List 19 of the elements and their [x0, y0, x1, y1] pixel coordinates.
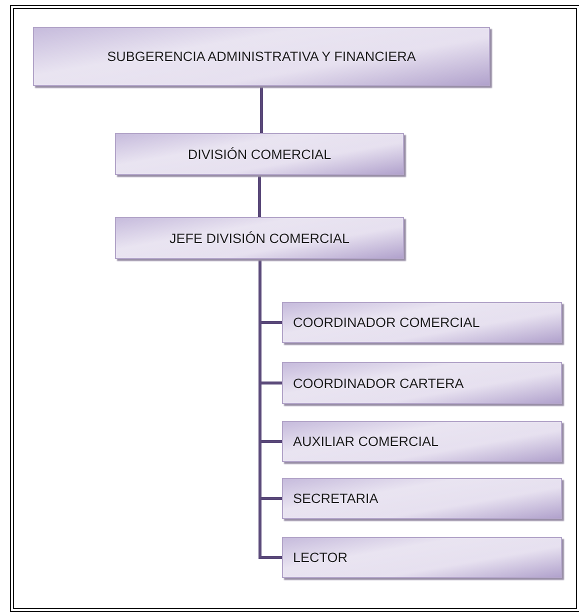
- position-title: AUXILIAR COMERCIAL: [293, 434, 439, 449]
- position-title: COORDINADOR COMERCIAL: [293, 315, 480, 330]
- position-title: DIVISIÓN COMERCIAL: [188, 146, 332, 162]
- position-box: [115, 133, 404, 175]
- connector-line: [258, 175, 261, 217]
- position-box: [282, 478, 562, 519]
- position-title: COORDINADOR CARTERA: [293, 376, 464, 390]
- position-title: SUBGERENCIA ADMINISTRATIVA Y FINANCIERA: [107, 49, 416, 64]
- position-box: [115, 217, 404, 259]
- connector-line: [260, 86, 263, 133]
- position-box: [282, 302, 562, 343]
- position-title: LECTOR: [293, 550, 348, 565]
- position-box: [33, 27, 490, 86]
- position-title: SECRETARIA: [293, 491, 378, 506]
- position-box: [282, 421, 562, 462]
- position-box: [282, 537, 562, 578]
- position-box: [282, 362, 562, 404]
- connector-line: [258, 259, 282, 559]
- position-title: JEFE DIVISIÓN COMERCIAL: [169, 230, 350, 246]
